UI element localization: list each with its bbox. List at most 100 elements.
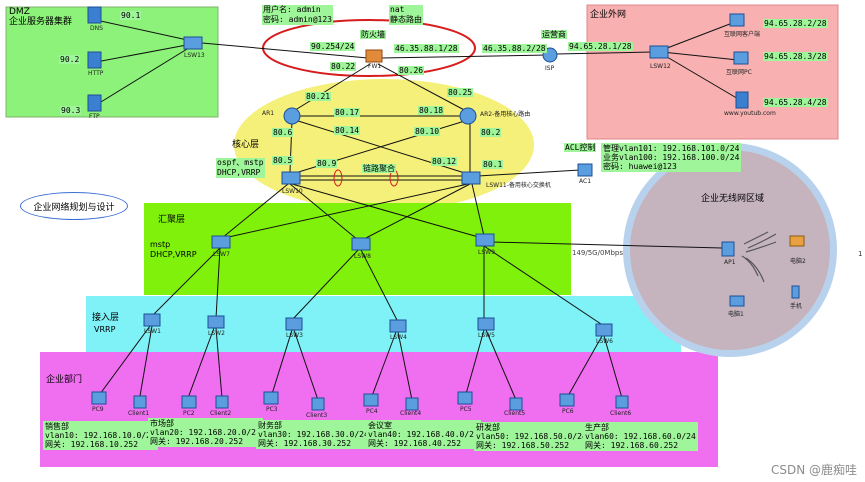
phone-icon: [791, 285, 800, 299]
client-label: Client1: [128, 410, 150, 417]
isp-title: 运营商: [541, 30, 567, 39]
lsw10-switch-icon: [281, 171, 301, 185]
client-label: Client2: [210, 410, 232, 417]
lsw9-switch-icon: [475, 233, 495, 247]
client-label: PC9: [92, 406, 104, 413]
client5-icon: [509, 397, 523, 411]
web-server-icon: [735, 91, 749, 109]
client1-icon: [133, 395, 147, 409]
lsw1-switch-icon: [143, 313, 161, 327]
departments-label: 企业部门: [46, 375, 83, 385]
pc6-icon: [559, 393, 575, 407]
client3-icon: [311, 397, 325, 411]
ar1-label: AR1: [262, 110, 275, 117]
diagram-title: 企业网络规划与设计: [20, 192, 128, 220]
access-label: 接入层: [92, 313, 120, 323]
lsw3-label: LSW3: [286, 332, 303, 339]
lsw3-switch-icon: [285, 317, 303, 331]
acl-title: ACL控制: [564, 143, 597, 152]
core-ip-tag: 80.18: [418, 106, 445, 115]
core-ip-tag: 80.12: [431, 157, 458, 166]
lsw9-label: LSW9: [478, 249, 495, 256]
client-label: PC5: [460, 406, 472, 413]
lsw5-switch-icon: [477, 317, 495, 331]
lsw8-switch-icon: [351, 237, 371, 251]
laptop1-label: 电脑1: [728, 311, 744, 318]
ar1-router-icon: [283, 107, 301, 125]
web-server-label: www.youtub.com: [724, 110, 776, 117]
dmz-ip-tag: 90.1: [120, 11, 142, 20]
wireless-link-label: 149/5G/0Mbps: [572, 249, 623, 257]
fw-down-left: 80.22: [330, 62, 357, 71]
lsw8-label: LSW8: [354, 253, 371, 260]
dmz-ip-tag: 90.2: [59, 55, 81, 64]
laptop1-icon: [729, 295, 745, 307]
device-icons: [87, 6, 805, 411]
core-ip-tag: 80.17: [334, 108, 361, 117]
internet-client-icon: [729, 13, 745, 27]
lsw5-label: LSW5: [478, 332, 495, 339]
client-label: PC3: [266, 406, 278, 413]
wireless-label: 企业无线网区域: [701, 194, 765, 204]
client-label: PC2: [183, 410, 195, 417]
lsw12-switch-icon: [649, 45, 669, 59]
core-ip-tag: 80.14: [334, 126, 361, 135]
lsw2-switch-icon: [207, 315, 225, 329]
ac1-controller-icon: [577, 163, 593, 177]
client-label: Client6: [610, 410, 632, 417]
access-note: VRRP: [94, 325, 116, 334]
core-ip-tag: 80.9: [316, 159, 338, 168]
phone-label: 手机: [790, 303, 803, 310]
external-ip-tag: 94.65.28.2/28: [763, 19, 828, 28]
lsw6-switch-icon: [595, 323, 613, 337]
client-label: PC6: [562, 408, 574, 415]
access-zone: [86, 296, 681, 352]
lsw2-label: LSW2: [208, 330, 225, 337]
fw-right-ip: 46.35.88.1/28: [394, 44, 459, 53]
pc3-icon: [263, 391, 279, 405]
client-label: Client4: [400, 410, 422, 417]
core-ip-tag: 80.1: [482, 160, 504, 169]
internet-client-label: 互联网客户端: [724, 31, 761, 38]
edge-note: 1: [858, 250, 863, 258]
core-zone: [234, 79, 534, 211]
client2-icon: [215, 395, 229, 409]
http-label: HTTP: [88, 70, 104, 77]
fw-down-right: 80.26: [398, 66, 425, 75]
lsw4-label: LSW4: [390, 334, 407, 341]
isp-right-ip: 94.65.28.1/28: [568, 42, 633, 51]
pc2-icon: [181, 395, 197, 409]
ap1-label: AP1: [724, 259, 736, 266]
client-label: Client5: [504, 410, 526, 417]
ftp-server-icon: [87, 94, 102, 112]
internet-pc-label: 互联网PC: [726, 69, 752, 76]
lsw13-label: LSW13: [184, 52, 205, 59]
dmz-ip-tag: 90.3: [60, 106, 82, 115]
fw-title: 防火墙: [360, 30, 386, 39]
client-label: Client3: [306, 412, 328, 419]
core-ip-tag: 80.5: [272, 156, 294, 165]
dmz-zone: [5, 6, 219, 118]
lsw6-label: LSW6: [596, 338, 613, 345]
lsw10-label: LSW10: [282, 188, 303, 195]
lsw4-switch-icon: [389, 319, 407, 333]
pc5-icon: [457, 391, 473, 405]
http-server-icon: [87, 51, 102, 69]
fw1-firewall-icon: [365, 49, 383, 63]
core-ip-tag: 80.21: [305, 92, 332, 101]
client4-icon: [405, 397, 419, 411]
core-label: 核心层: [232, 140, 260, 150]
lsw7-label: LSW7: [213, 251, 230, 258]
aggregation-label: 汇聚层: [158, 215, 186, 225]
lsw12-label: LSW12: [650, 63, 671, 70]
